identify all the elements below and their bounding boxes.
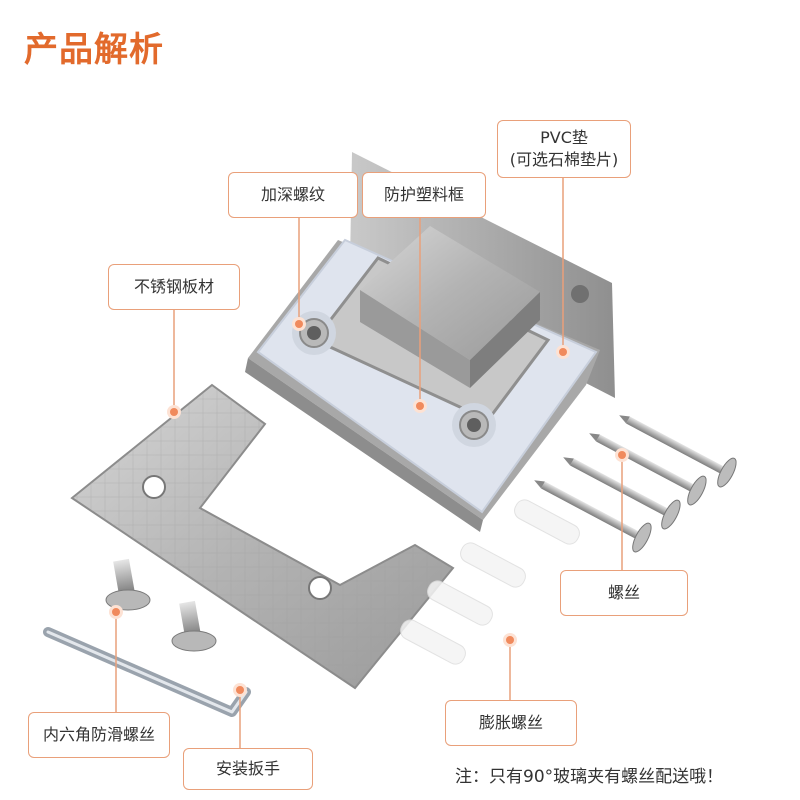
stainless-plate: [70, 383, 455, 690]
screws-label: 螺丝: [560, 570, 688, 616]
wrench-label: 安装扳手: [183, 748, 313, 790]
deep-thread-label: 加深螺纹: [228, 172, 358, 218]
pvc-pad-label: PVC垫 (可选石棉垫片): [497, 120, 631, 178]
hex-screws: [105, 558, 217, 652]
hex-screws-label: 内六角防滑螺丝: [28, 712, 170, 758]
shipping-note: 注：只有90°玻璃夹有螺丝配送哦！: [455, 767, 724, 787]
page-title: 产品解析: [24, 30, 164, 70]
hinge-body: [245, 226, 600, 532]
callout-dots: [109, 317, 629, 697]
expansion-screws-label: 膨胀螺丝: [445, 700, 577, 746]
pvc-pad-note: (可选石棉垫片): [509, 150, 619, 169]
stainless-plate-label: 不锈钢板材: [108, 264, 240, 310]
hex-wrench: [43, 627, 251, 717]
callout-lines: [115, 178, 623, 748]
plastic-frame-label: 防护塑料框: [362, 172, 486, 218]
wood-screws: [534, 415, 737, 553]
thread-hole-2: [452, 403, 496, 447]
pvc-pad-text: PVC垫: [540, 128, 588, 148]
expansion-plugs: [400, 499, 580, 665]
